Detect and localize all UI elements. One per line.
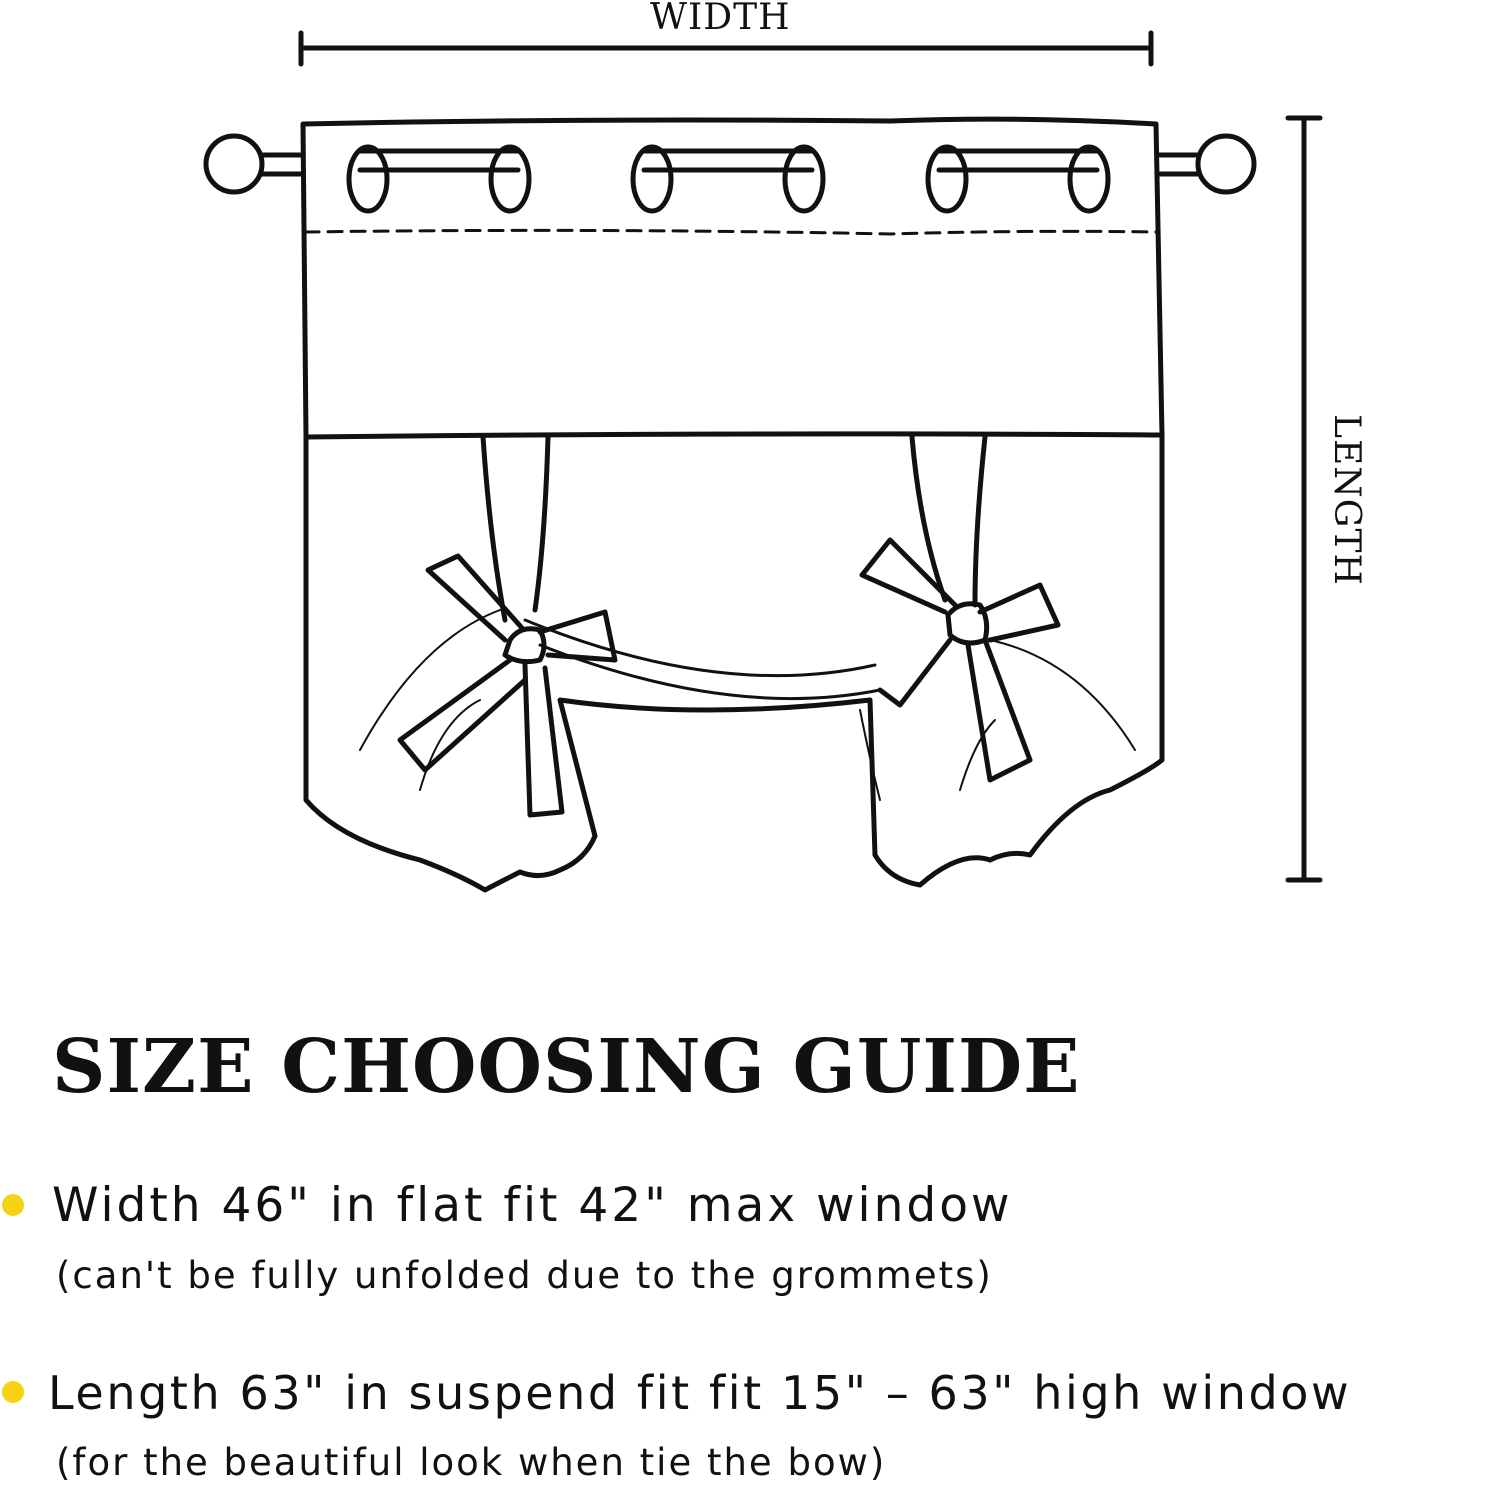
length-guide-text: Length 63" in suspend fit fit 15" – 63" …	[48, 1366, 1352, 1420]
curtain-seam-dashed	[303, 228, 1160, 236]
length-label: LENGTH	[1326, 414, 1367, 586]
width-guide-note: (can't be fully unfolded due to the grom…	[56, 1254, 993, 1297]
width-label: WIDTH	[650, 0, 791, 38]
curtain-swag	[523, 618, 882, 701]
width-guide-text: Width 46" in flat fit 42" max window	[52, 1178, 1013, 1233]
left-bow	[397, 553, 618, 818]
width-dimension-line	[298, 30, 1154, 67]
length-dimension-line	[1285, 115, 1323, 883]
curtain-lower-fabric	[303, 432, 1165, 893]
length-guide-note: (for the beautiful look when tie the bow…	[56, 1441, 887, 1484]
curtain-header-panel	[300, 116, 1165, 440]
grommets	[346, 144, 1111, 214]
guide-title: SIZE CHOOSING GUIDE	[52, 1024, 1081, 1110]
bullet-dot-icon	[2, 1194, 24, 1216]
curtain-rod	[203, 133, 1257, 195]
tie-straps	[480, 434, 988, 623]
bullet-dot-icon	[2, 1381, 24, 1403]
right-bow	[859, 537, 1061, 783]
curtain-diagram	[203, 30, 1323, 893]
fabric-fold-lines	[359, 609, 1136, 801]
